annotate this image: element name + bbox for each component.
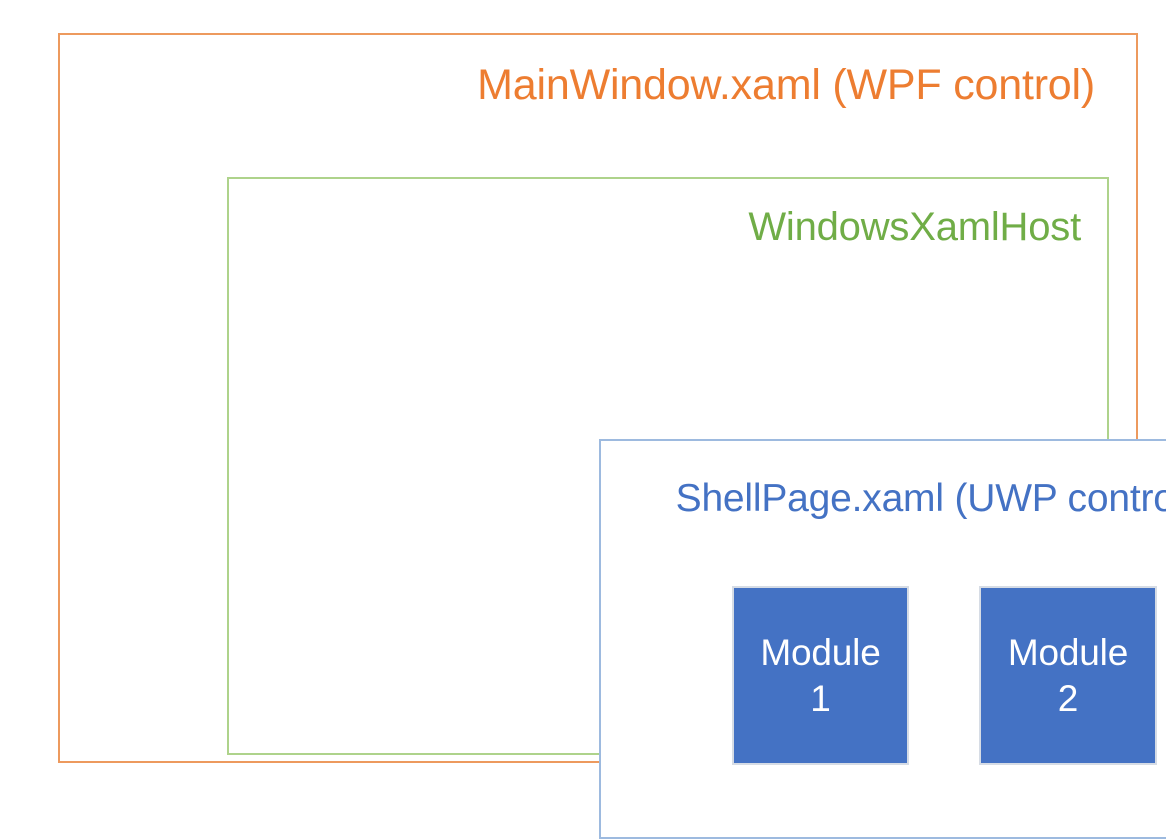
module-box-2-label: Module 2 [1007,632,1129,719]
module-box-1: Module 1 [732,586,909,765]
layer-mainwindow-wpf: MainWindow.xaml (WPF control) WindowsXam… [58,33,1166,839]
diagram-canvas: MainWindow.xaml (WPF control) WindowsXam… [58,33,1166,839]
layer-shellpage-uwp: ShellPage.xaml (UWP control) Module 1 Mo… [599,439,1166,839]
layer-shellpage-label: ShellPage.xaml (UWP control) [675,477,1166,520]
layer-windowsxamlhost-label: WindowsXamlHost [748,205,1081,249]
layer-windowsxamlhost: WindowsXamlHost ShellPage.xaml (UWP cont… [227,177,1166,839]
module-box-2: Module 2 [979,586,1157,765]
module-box-1-label: Module 1 [760,632,881,719]
layer-mainwindow-label: MainWindow.xaml (WPF control) [477,61,1095,109]
